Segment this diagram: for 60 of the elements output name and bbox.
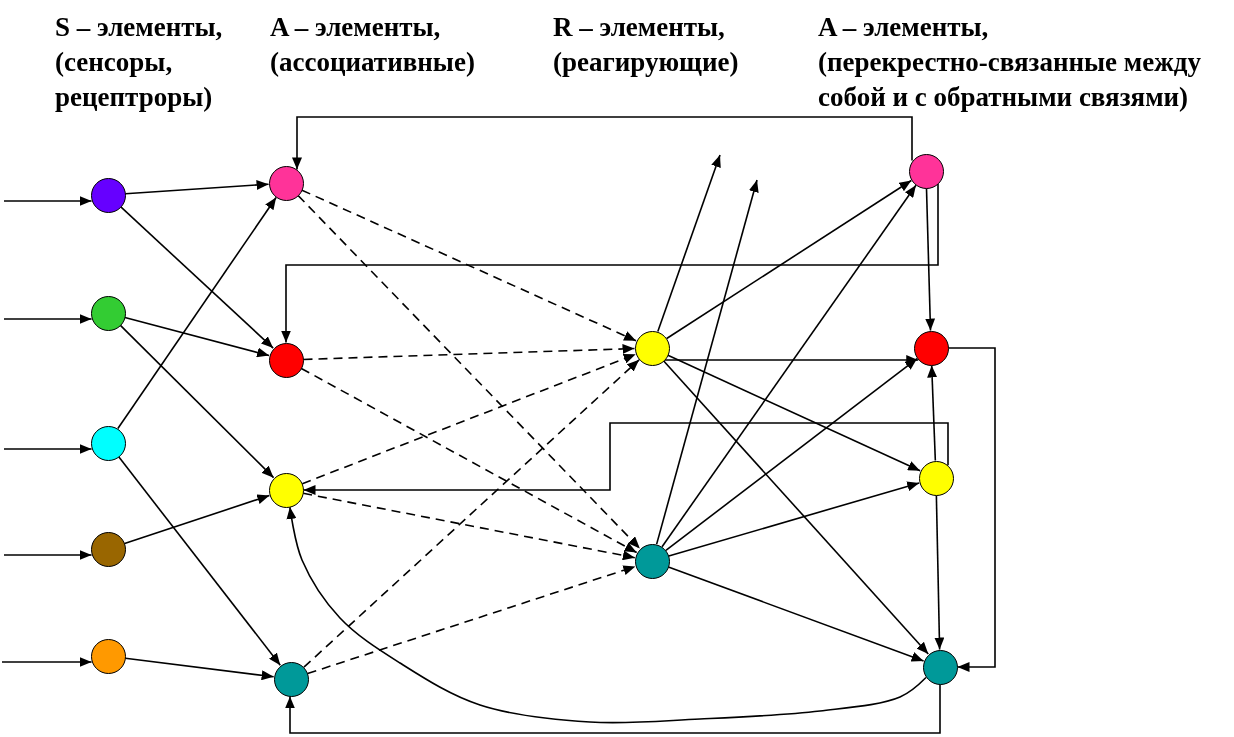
neuron-node bbox=[908, 153, 944, 189]
arrow bbox=[292, 116, 913, 171]
arrow bbox=[123, 494, 271, 545]
arrow bbox=[124, 316, 270, 358]
arrow bbox=[662, 360, 930, 655]
arrow bbox=[1, 657, 93, 667]
neuron-node bbox=[273, 661, 309, 697]
dashed-arrow bbox=[301, 353, 637, 485]
arrow bbox=[661, 184, 917, 548]
neuron-node bbox=[90, 638, 126, 674]
arrow bbox=[281, 182, 939, 344]
arrow bbox=[3, 550, 93, 560]
arrow bbox=[117, 196, 277, 430]
dashed-arrow bbox=[303, 359, 640, 668]
arrow bbox=[119, 324, 275, 479]
arrow bbox=[665, 179, 913, 340]
neuron-node bbox=[90, 295, 126, 331]
column-heading: A – элементы, bbox=[818, 11, 990, 44]
neuron-node bbox=[634, 543, 670, 579]
column-heading: A – элементы, bbox=[270, 11, 442, 44]
arrow bbox=[3, 314, 93, 324]
neuron-node bbox=[918, 460, 954, 496]
arrow bbox=[925, 187, 936, 332]
neuron-node bbox=[268, 342, 304, 378]
arrow bbox=[286, 506, 927, 724]
neuron-node bbox=[90, 531, 126, 567]
arrow bbox=[657, 154, 721, 333]
dashed-arrow bbox=[297, 194, 641, 550]
arrow bbox=[120, 206, 274, 349]
column-subheading: (ассоциативные) bbox=[270, 46, 476, 79]
arrow bbox=[124, 657, 275, 681]
dashed-arrow bbox=[301, 189, 637, 342]
neuron-node bbox=[90, 177, 126, 213]
column-subheading: (реагирующие) bbox=[553, 46, 740, 79]
dashed-arrow bbox=[302, 343, 636, 361]
neuron-node bbox=[913, 330, 949, 366]
arrow bbox=[927, 364, 938, 462]
column-heading: S – элементы, bbox=[55, 11, 224, 44]
dashed-arrow bbox=[302, 492, 636, 561]
neuron-node bbox=[634, 330, 670, 366]
arrow bbox=[668, 481, 920, 557]
column-subheading: (перекрестно-связанные между собой и с обратными связями) bbox=[818, 46, 1202, 114]
dashed-arrow bbox=[306, 565, 637, 675]
column-subheading: (сенсоры, рецептроры) bbox=[55, 46, 214, 114]
arrow bbox=[655, 179, 759, 545]
arrow bbox=[124, 180, 270, 195]
column-heading: R – элементы, bbox=[553, 11, 726, 44]
dashed-arrow bbox=[300, 367, 638, 554]
arrow bbox=[302, 422, 949, 495]
arrow bbox=[3, 444, 93, 454]
arrow bbox=[3, 196, 93, 206]
neuron-node bbox=[922, 649, 958, 685]
arrow bbox=[947, 347, 996, 672]
arrow bbox=[667, 566, 925, 662]
neuron-node bbox=[268, 472, 304, 508]
arrow bbox=[934, 494, 945, 651]
arrow bbox=[117, 456, 282, 666]
neuron-node bbox=[90, 425, 126, 461]
arrow bbox=[667, 354, 921, 472]
neuron-node bbox=[268, 165, 304, 201]
